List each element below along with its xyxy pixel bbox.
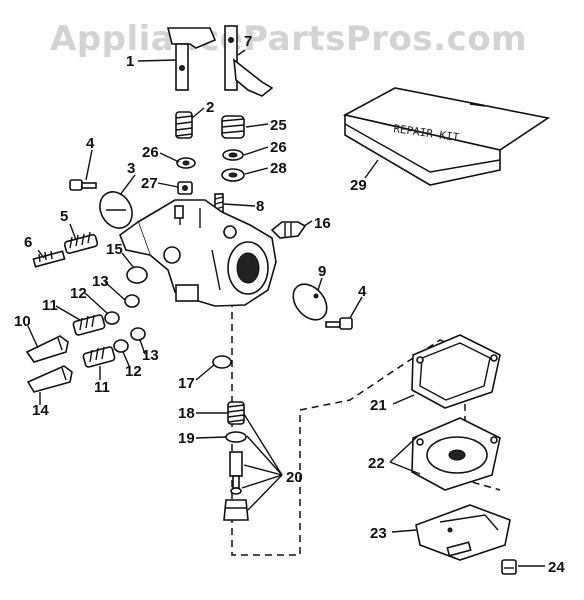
nut-27 [177, 181, 193, 195]
callout-1: 1 [126, 53, 134, 70]
callout-18: 18 [178, 405, 195, 422]
idle-screw-6 [32, 250, 66, 268]
cup-plug-15 [126, 266, 148, 284]
callout-15: 15 [106, 241, 123, 258]
callout-13-upper: 13 [92, 273, 109, 290]
needle-valve-14 [26, 365, 73, 393]
repair-kit[interactable]: REPAIR KIT [342, 87, 551, 186]
washer-12-upper [104, 311, 120, 325]
choke-shaft [224, 25, 274, 97]
callout-6: 6 [24, 234, 32, 251]
carburetor-body[interactable] [119, 199, 277, 307]
throttle-plate-9 [292, 283, 328, 321]
watermark: AppliancePartsPros.com [50, 19, 527, 59]
callout-8: 8 [256, 198, 264, 215]
callout-17: 17 [178, 375, 195, 392]
callout-23: 23 [370, 525, 387, 542]
choke-plate-3 [99, 191, 133, 229]
callout-27: 27 [141, 175, 158, 192]
callout-11-lower: 11 [94, 379, 110, 396]
valve-assembly-20 [223, 451, 249, 521]
callout-12-upper: 12 [70, 285, 87, 302]
fuel-pump-cover-23 [415, 504, 511, 561]
callout-25: 25 [270, 117, 287, 134]
screw-24 [501, 559, 517, 575]
spring-5 [63, 231, 99, 255]
callout-28: 28 [270, 160, 287, 177]
callout-3: 3 [127, 160, 135, 177]
callout-26-right: 26 [270, 139, 287, 156]
callout-14: 14 [32, 402, 49, 419]
callout-19: 19 [178, 430, 195, 447]
washer-13-upper [124, 294, 140, 308]
spring-25 [221, 115, 245, 139]
throttle-shaft [166, 27, 217, 91]
gasket-17 [212, 355, 232, 369]
fuel-line-dashed [231, 300, 501, 556]
callout-12-lower: 12 [125, 363, 142, 380]
callout-29: 29 [350, 177, 367, 194]
callout-24: 24 [548, 559, 565, 576]
needle-valve-10 [25, 335, 69, 363]
callout-20: 20 [286, 469, 303, 486]
callout-22: 22 [368, 455, 385, 472]
callout-11-upper: 11 [42, 297, 58, 314]
spring-11-upper [72, 314, 106, 336]
washer-19 [225, 431, 247, 443]
callout-4-right: 4 [358, 283, 367, 300]
diaphragm-22 [411, 417, 501, 491]
washer-12-lower [113, 339, 129, 353]
callout-13-lower: 13 [142, 347, 159, 364]
leader-lines [27, 49, 545, 567]
callout-4-top: 4 [86, 135, 95, 152]
spring-2 [175, 111, 193, 139]
callout-16: 16 [314, 215, 331, 232]
spring-18 [227, 401, 245, 425]
callout-9: 9 [318, 263, 326, 280]
callout-26-left: 26 [142, 144, 159, 161]
callout-7: 7 [244, 33, 252, 50]
screw-4-right [325, 317, 353, 330]
callout-10: 10 [14, 313, 31, 330]
screw-4-top [69, 179, 97, 191]
callout-21: 21 [370, 397, 387, 414]
gasket-21 [411, 334, 501, 409]
callout-2: 2 [206, 99, 214, 116]
spring-11-lower [82, 346, 116, 368]
callout-labels: 1 7 2 25 26 28 26 27 8 29 4 3 5 6 16 15 … [14, 33, 565, 576]
washer-13-lower [130, 327, 146, 341]
fuel-fitting-16 [270, 221, 307, 239]
callout-5: 5 [60, 208, 68, 225]
